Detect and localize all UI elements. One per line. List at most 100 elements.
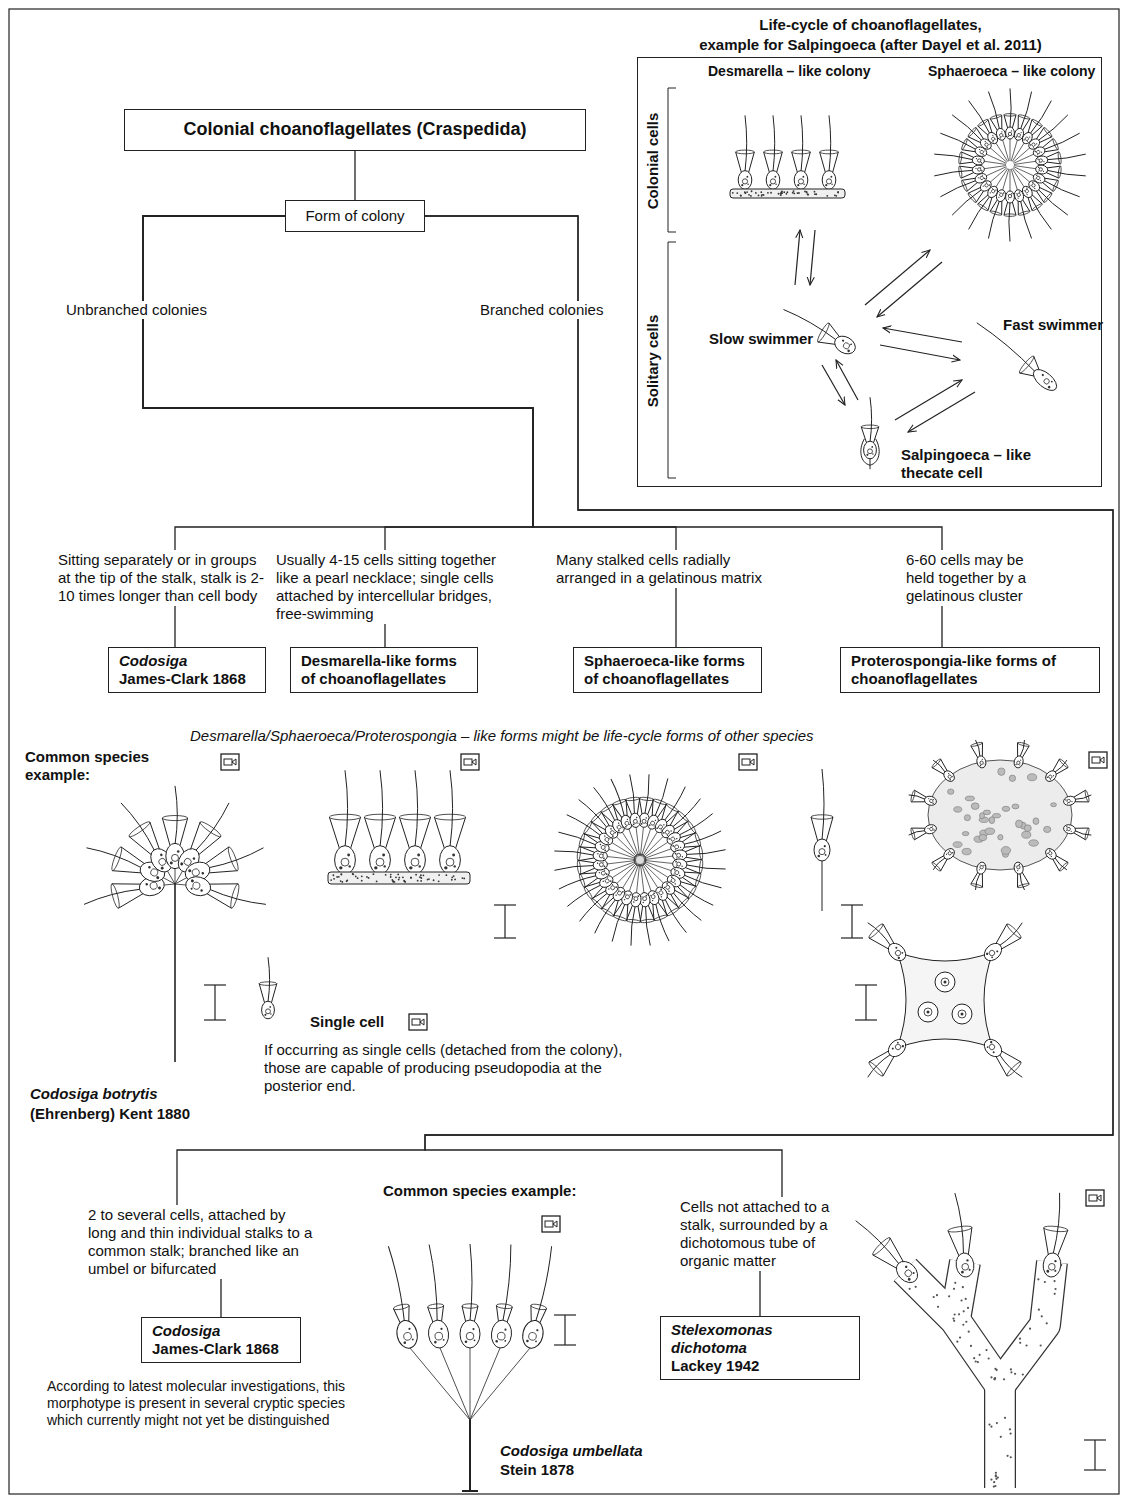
drawing-part <box>1032 181 1034 183</box>
drawing-part <box>894 1043 902 1051</box>
drawing-part <box>802 176 804 178</box>
cell-drawing <box>652 884 693 937</box>
drawing-part <box>952 114 982 140</box>
drawing-part <box>1089 752 1107 768</box>
drawing-part <box>814 193 816 195</box>
drawing-part <box>963 1310 965 1312</box>
drawing-part <box>1013 861 1025 875</box>
drawing-part <box>528 1332 537 1341</box>
drawing-part <box>341 858 349 866</box>
drawing-part <box>1058 152 1062 164</box>
drawing-part <box>598 872 600 874</box>
drawing-part <box>977 168 981 172</box>
cell-drawing <box>811 769 833 911</box>
drawing-part <box>976 158 977 159</box>
drawing-part <box>984 150 985 151</box>
drawing-part <box>907 1277 911 1281</box>
drawing-part <box>992 1051 995 1054</box>
drawing-part <box>792 152 811 173</box>
drawing-part <box>399 817 430 850</box>
drawing-part <box>1026 187 1028 189</box>
drawing-part <box>376 881 378 883</box>
drawing-part <box>666 907 680 917</box>
cell-drawing <box>907 822 938 841</box>
drawing-part <box>1022 1373 1024 1375</box>
drawing-part <box>1010 1368 1012 1370</box>
drawing-part <box>996 1369 998 1371</box>
drawing-part <box>1013 189 1025 203</box>
drawing-part <box>981 170 983 172</box>
drawing-part <box>644 906 650 946</box>
drawing-part <box>745 115 747 171</box>
drawing-part <box>1066 830 1067 831</box>
drawing-part <box>674 870 679 875</box>
life-cycle-arrow <box>836 360 858 400</box>
drawing-part <box>750 759 754 765</box>
connector <box>143 216 676 647</box>
drawing-part <box>1047 853 1048 854</box>
drawing-part <box>1063 795 1077 807</box>
cell-drawing <box>1019 184 1057 233</box>
drawing-part <box>1070 831 1071 832</box>
drawing-part <box>990 210 1002 216</box>
drawing-part <box>607 877 609 879</box>
drawing-part <box>977 203 988 212</box>
cell-drawing <box>847 1212 924 1289</box>
drawing-part <box>622 891 624 893</box>
drawing-part <box>1054 1288 1056 1290</box>
drawing-part <box>931 758 941 768</box>
drawing-part <box>674 869 676 871</box>
cell-drawing <box>861 397 879 469</box>
drawing-part <box>847 349 851 353</box>
drawing-part <box>981 162 983 164</box>
drawing-part <box>999 137 1001 139</box>
drawing-part <box>1050 856 1052 858</box>
drawing-part <box>332 874 334 876</box>
drawing-part <box>339 866 342 869</box>
drawing-part <box>982 759 983 760</box>
drawing-part <box>1041 1315 1043 1317</box>
drawing-part <box>971 803 979 810</box>
drawing-part <box>995 1472 997 1474</box>
drawing-part <box>199 820 223 839</box>
drawing-part <box>1016 865 1020 869</box>
drawing-part <box>335 846 356 875</box>
drawing-part <box>610 828 612 830</box>
scale-bar <box>204 985 226 1020</box>
drawing-part <box>671 841 673 843</box>
process-box: Desmarella-like forms of choanoflagellat… <box>290 647 478 693</box>
drawing-part <box>604 835 606 837</box>
drawing-part <box>825 184 827 186</box>
drawing-part <box>1050 779 1051 780</box>
drawing-part <box>490 1319 513 1349</box>
drawing-part <box>824 845 826 847</box>
drawing-part <box>740 195 742 197</box>
drawing-part <box>1038 1309 1040 1311</box>
drawing-part <box>110 846 123 872</box>
drawing-part <box>998 835 1003 840</box>
drawing-part <box>1017 193 1021 197</box>
drawing-part <box>676 838 678 840</box>
cell-drawing <box>664 808 717 849</box>
drawing-part <box>770 179 775 184</box>
drawing-part <box>910 790 915 802</box>
drawing-part <box>748 194 750 196</box>
drawing-part <box>910 828 915 840</box>
drawing-part <box>410 877 412 879</box>
cell-drawing <box>419 1244 450 1350</box>
drawing-part <box>767 192 769 194</box>
box-text: Salpingoeca – like thecate cell <box>901 446 1076 482</box>
drawing-part <box>740 194 742 196</box>
drawing-part <box>641 864 651 892</box>
drawing-part <box>553 1221 557 1227</box>
drawing-part <box>1042 1252 1062 1278</box>
drawing-part <box>967 1307 969 1309</box>
drawing-part <box>625 826 627 828</box>
drawing-part <box>352 873 354 875</box>
drawing-part <box>341 874 343 876</box>
drawing-part <box>861 425 879 429</box>
drawing-part <box>918 1002 938 1022</box>
drawing-part <box>1092 757 1100 763</box>
scale-bar <box>1084 1440 1106 1470</box>
process-box: Sphaeroeca-like forms of choanoflagellat… <box>573 647 762 693</box>
